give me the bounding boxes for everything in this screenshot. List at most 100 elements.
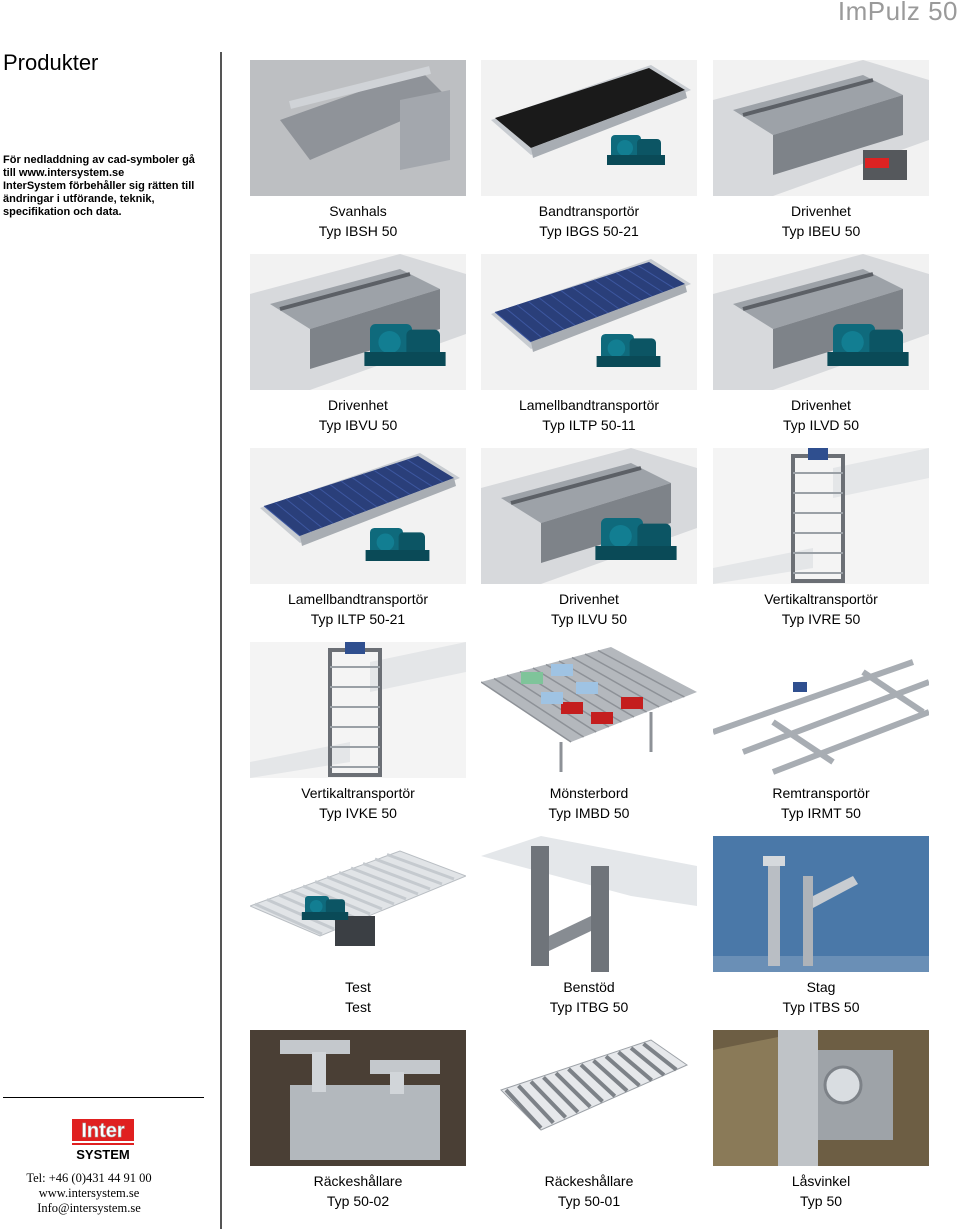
product-image <box>481 254 697 390</box>
product-name: Drivenhet <box>791 203 851 219</box>
product-image <box>481 1030 697 1166</box>
product-type: Typ ILVD 50 <box>782 417 859 433</box>
product-image <box>481 448 697 584</box>
product-name: Drivenhet <box>559 591 619 607</box>
contact-email[interactable]: Info@intersystem.se <box>37 1201 141 1215</box>
download-notice: För nedladdning av cad-symboler gå till … <box>3 154 208 219</box>
page-title: Produkter <box>3 50 99 75</box>
product-name: Svanhals <box>329 203 387 219</box>
product-name: Stag <box>806 979 836 995</box>
product-image <box>713 836 929 972</box>
vertical-divider <box>220 52 222 1229</box>
product-image <box>713 254 929 390</box>
product-image <box>250 254 466 390</box>
product-image <box>713 1030 929 1166</box>
drive-unit-motor-image <box>713 254 929 390</box>
notice-line: InterSystem förbehåller sig rätten till <box>3 180 195 192</box>
product-type: Typ ILVU 50 <box>550 611 627 627</box>
product-type: Typ ILTP 50-11 <box>542 417 636 433</box>
locking-bracket-image <box>713 1030 929 1166</box>
contact-web[interactable]: www.intersystem.se <box>38 1186 140 1200</box>
logo-word-system: SYSTEM <box>76 1147 129 1162</box>
vertical-conveyor-image <box>713 448 929 584</box>
product-image <box>713 448 929 584</box>
belt-conveyor-image <box>491 65 691 165</box>
product-type: Typ 50-01 <box>557 1193 621 1209</box>
roller-rail-image <box>481 1030 697 1166</box>
product-name: Remtransportör <box>772 785 870 801</box>
contact-phone: Tel: +46 (0)431 44 91 00 <box>26 1171 152 1185</box>
slat-belt-conveyor-image <box>260 453 460 561</box>
strap-conveyor-image <box>713 642 929 778</box>
product-name: Test <box>345 979 371 995</box>
product-type: Typ IVKE 50 <box>319 805 397 821</box>
horizontal-divider <box>3 1097 204 1098</box>
gooseneck-drive-image <box>250 60 466 196</box>
product-type: Typ 50 <box>799 1193 843 1209</box>
product-image <box>481 642 697 778</box>
product-type: Typ IBEU 50 <box>781 223 861 239</box>
notice-line: till www.intersystem.se <box>3 167 125 179</box>
product-name: Benstöd <box>563 979 615 995</box>
contact-info: Tel: +46 (0)431 44 91 00 www.intersystem… <box>0 1171 178 1216</box>
product-name: Räckeshållare <box>313 1173 403 1189</box>
product-name: Räckeshållare <box>544 1173 634 1189</box>
product-image <box>250 642 466 778</box>
product-name: Drivenhet <box>328 397 388 413</box>
drive-unit-motor-image <box>250 254 466 390</box>
slat-belt-conveyor-image <box>491 259 691 367</box>
drive-unit-motor-image <box>481 448 697 584</box>
intersystem-logo: Inter SYSTEM <box>72 1119 134 1162</box>
product-type: Test <box>345 999 371 1015</box>
rail-holder-image <box>250 1030 466 1166</box>
notice-line: För nedladdning av cad-symboler gå <box>3 154 195 166</box>
product-type: Typ IBSH 50 <box>318 223 398 239</box>
product-type: Typ IRMT 50 <box>781 805 861 821</box>
product-type: Typ ITBS 50 <box>782 999 860 1015</box>
vertical-conveyor-image <box>250 642 466 778</box>
product-type: Typ IBVU 50 <box>318 417 398 433</box>
brace-image <box>713 836 929 972</box>
product-name: Mönsterbord <box>549 785 629 801</box>
product-image <box>481 836 697 972</box>
product-name: Lamellbandtransportör <box>518 397 660 413</box>
product-image <box>250 1030 466 1166</box>
logo-word-inter: Inter <box>81 1120 125 1142</box>
product-name: Vertikaltransportör <box>764 591 878 607</box>
product-name: Lamellbandtransportör <box>287 591 429 607</box>
product-image <box>481 60 697 196</box>
product-image <box>250 448 466 584</box>
product-type: Typ ILTP 50-21 <box>310 611 406 627</box>
leg-support-image <box>481 836 697 972</box>
product-image <box>250 60 466 196</box>
product-type: Typ 50-02 <box>326 1193 390 1209</box>
notice-line: ändringar i utförande, teknik, <box>3 193 155 205</box>
pattern-table-image <box>481 642 697 778</box>
product-image <box>250 836 466 972</box>
notice-line: specifikation och data. <box>3 206 122 218</box>
product-name: Vertikaltransportör <box>301 785 415 801</box>
product-image <box>713 642 929 778</box>
product-type: Typ IMBD 50 <box>548 805 630 821</box>
product-name: Drivenhet <box>791 397 851 413</box>
product-name: Låsvinkel <box>791 1173 851 1189</box>
brand-title: ImPulz 50 <box>837 0 958 26</box>
product-type: Typ IVRE 50 <box>781 611 861 627</box>
